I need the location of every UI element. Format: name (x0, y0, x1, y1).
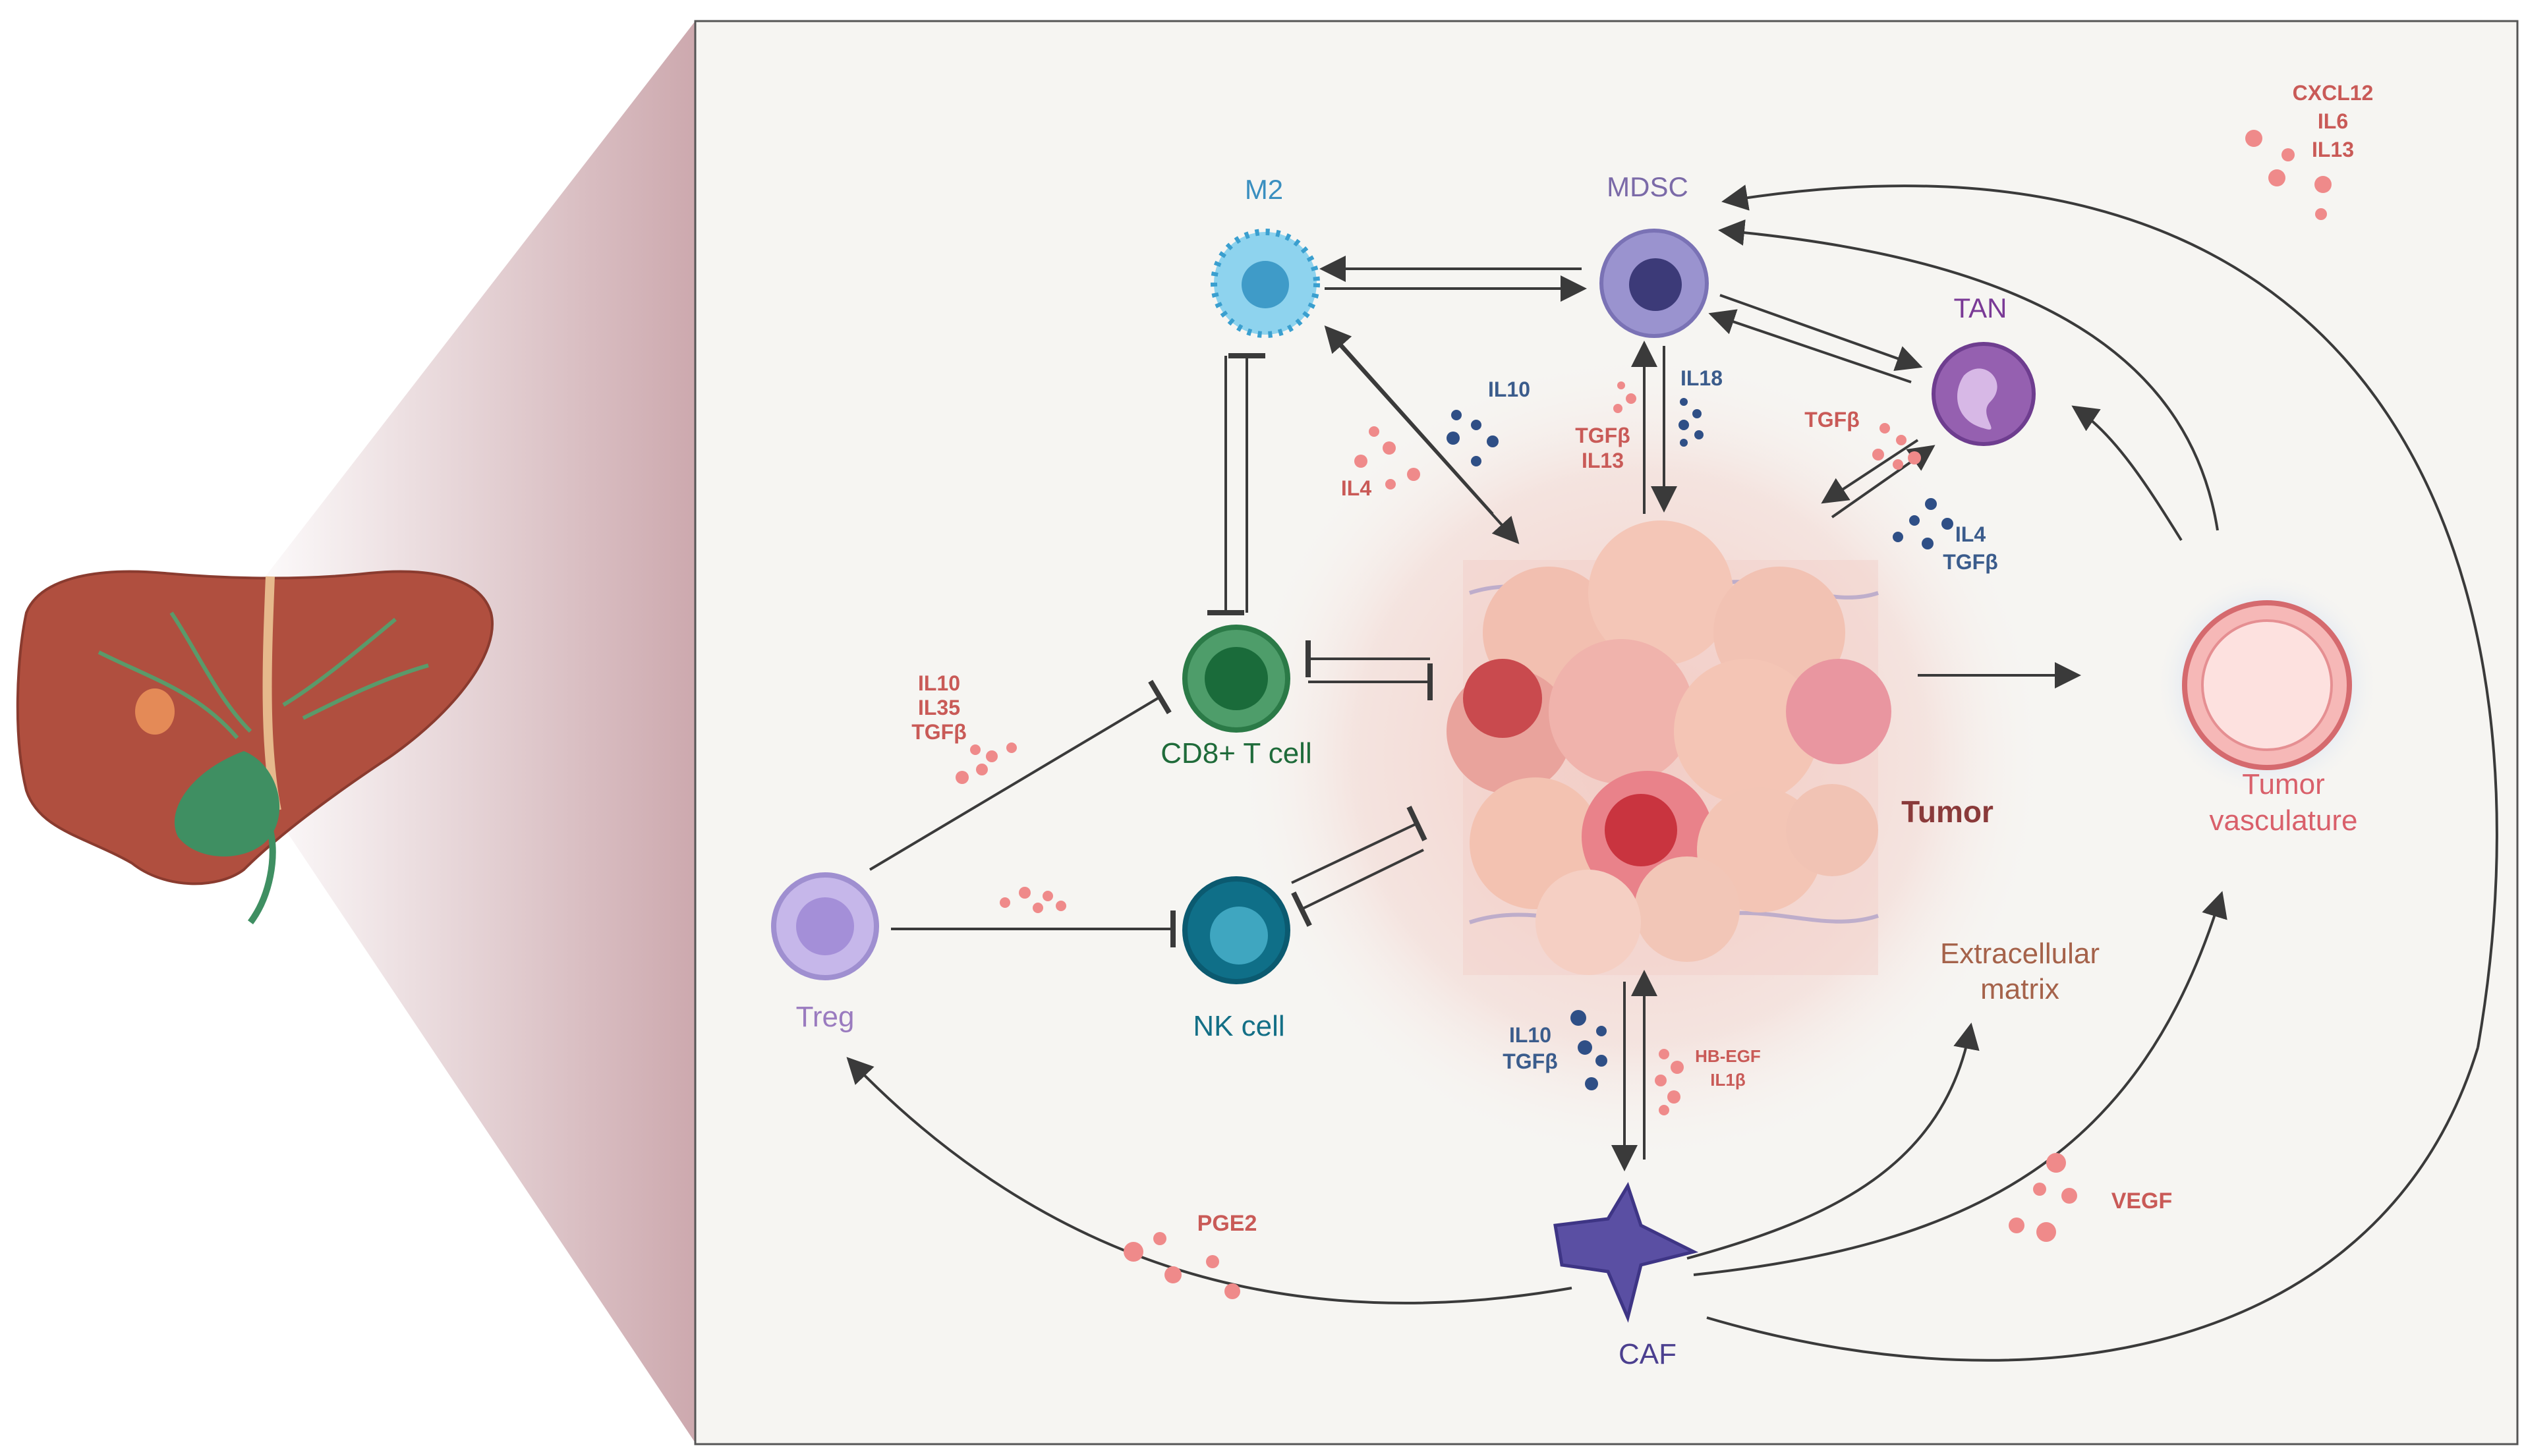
nk-cell (1182, 876, 1290, 984)
arrow-vasculature-to-mdsc (1718, 219, 2219, 531)
cytokine-vegf: VEGF (2111, 1189, 2173, 1214)
cytokine-tgfb-tan: TGFβ (1804, 408, 1860, 432)
arrow-mdsc-to-tan (1719, 294, 1923, 372)
cytokine-tgfb-tan-blue: TGFβ (1943, 550, 1998, 574)
cytokine-pge2: PGE2 (1197, 1211, 1257, 1236)
inhibit-nk-tumor (1291, 805, 1427, 884)
tan-cell (1932, 342, 2036, 446)
arrow-tan-to-mdsc (1708, 309, 1912, 383)
tan-label: TAN (1954, 293, 2007, 323)
tumor-vasculature-vessel (2155, 573, 2379, 797)
arrow-tan-to-tumor (1821, 439, 1919, 504)
liver-illustration (16, 570, 494, 924)
vasculature-label-line1: Tumor (2242, 768, 2325, 800)
mdsc-cell (1599, 229, 1709, 338)
cytokine-tgfb-caf: TGFβ (1503, 1050, 1558, 1073)
cytokine-cxcl12: CXCL12 (2293, 81, 2374, 105)
arrow-caf-to-vasculature (1693, 891, 2227, 1276)
treg-cell (771, 872, 879, 980)
caf-label: CAF (1619, 1338, 1677, 1370)
arrow-vasculature-to-tan (2071, 405, 2183, 542)
arrows-layer (846, 184, 2498, 1362)
inhibit-tumor-nk (1291, 849, 1424, 927)
cytokine-il4-tan: IL4 (1955, 522, 1986, 546)
cd8-t-cell (1182, 625, 1290, 733)
ecm-label-line2: matrix (1980, 973, 2059, 1005)
ecm-label-line1: Extracellular (1940, 938, 2100, 970)
cytokine-il10-caf: IL10 (1509, 1023, 1551, 1047)
mdsc-label: MDSC (1607, 171, 1688, 202)
cytokine-il18-mdsc: IL18 (1680, 366, 1723, 390)
arrow-caf-to-ecm (1686, 1022, 1980, 1260)
cytokine-tgfb-mdsc: TGFβ (1575, 424, 1630, 447)
arrow-caf-outer-loop (1706, 1047, 2479, 1362)
arrow-caf-to-treg (846, 1057, 1572, 1304)
m2-label: M2 (1245, 174, 1283, 205)
cytokine-hbegf-caf: HB-EGF (1695, 1046, 1761, 1066)
arrow-outer-to-mdsc (1721, 184, 2498, 1048)
cytokine-il6: IL6 (2318, 109, 2348, 133)
caf-cell (1553, 1182, 1699, 1323)
m2-macrophage (1211, 229, 1320, 338)
cytokine-il1b-caf: IL1β (1710, 1070, 1745, 1090)
tumor-mass (1447, 520, 1891, 975)
arrow-tumor-to-m2 (1324, 325, 1494, 515)
cytokine-tgfb-treg: TGFβ (911, 720, 967, 744)
cytokine-il10-treg: IL10 (918, 671, 960, 695)
cytokine-il10-m2: IL10 (1488, 378, 1530, 401)
vasculature-label-line2: vasculature (2209, 804, 2357, 837)
cytokine-il13-top: IL13 (2312, 138, 2354, 161)
cytokine-dots (956, 130, 2332, 1299)
nk-label: NK cell (1193, 1010, 1284, 1042)
cd8-label: CD8+ T cell (1161, 737, 1311, 770)
zoom-funnel (237, 21, 695, 1443)
tumor-label: Tumor (1901, 795, 1993, 829)
treg-label: Treg (796, 1001, 855, 1033)
cytokine-il35-treg: IL35 (918, 696, 960, 719)
inhibit-treg-cd8 (869, 679, 1172, 871)
cytokine-il13-mdsc: IL13 (1582, 449, 1624, 472)
cytokine-il4-m2: IL4 (1341, 476, 1371, 500)
